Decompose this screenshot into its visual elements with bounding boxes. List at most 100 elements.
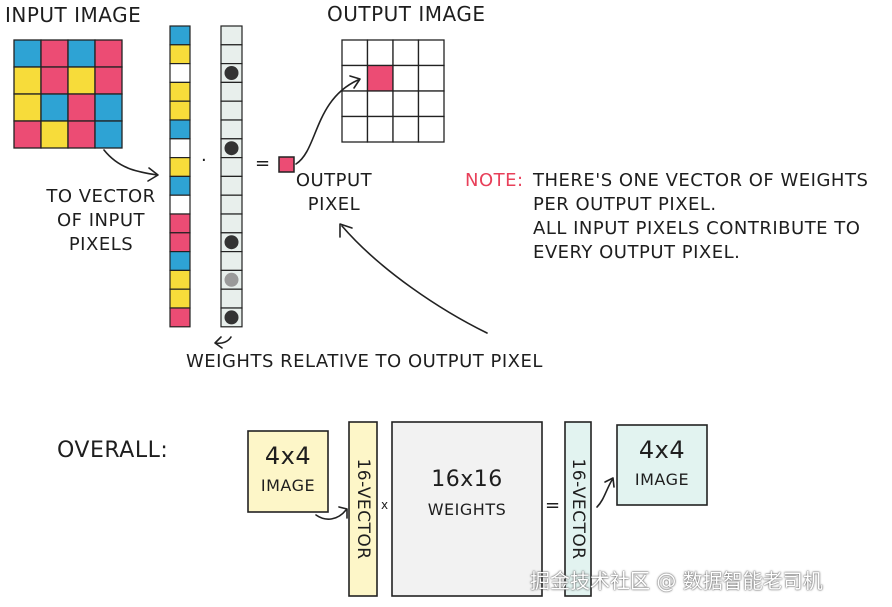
output-pixel [417,39,445,67]
input-vector-cell [169,288,191,309]
to-vector-line-1: TO VECTOR [46,186,156,207]
output-pixel [417,115,445,143]
arrow-weights-label-head [214,336,223,349]
weight-cell [220,81,243,102]
input-image-grid [13,39,123,149]
weight-cell [220,288,243,309]
arrow-pixel-to-output-head [349,75,361,89]
input-vector-cell [169,269,191,290]
input-vector-cell [169,138,191,159]
input-vector-cell [169,119,191,140]
output-pixel-line-2: PIXEL [307,194,361,215]
weight-cell [220,119,243,140]
to-vector-line-2: OF INPUT [56,210,146,231]
weight-cell [220,175,243,196]
overall-input-word: IMAGE [260,476,316,495]
times-operator: x [381,498,389,512]
input-pixel [13,66,42,95]
output-pixel [366,90,394,118]
input-pixel [13,39,42,68]
input-pixel [40,39,69,68]
weight-cell [220,213,243,234]
note-line-4: EVERY OUTPUT PIXEL. [533,242,741,263]
input-pixel [40,93,69,122]
arrow-overall-input [315,509,347,520]
input-pixel [40,120,69,149]
weight-dot [224,272,239,287]
watermark: 掘金技术社区 @ 数据智能老司机 [530,569,823,593]
weight-cell [220,44,243,65]
input-vector-cell [169,232,191,253]
weight-cell [220,251,243,272]
overall-label: OVERALL: [57,438,169,463]
result-pixel [278,156,295,173]
output-pixel [392,90,420,118]
input-vector-column [169,25,191,328]
weight-cell [220,25,243,46]
output-pixel-highlighted [366,64,394,92]
weight-dot [224,235,239,250]
input-vector-cell [169,44,191,65]
input-pixel [40,66,69,95]
arrow-grid-to-vector-head [147,167,159,182]
dot-operator: · [201,150,208,171]
output-pixel [341,39,369,67]
input-vector-cell [169,25,191,46]
output-pixel [417,64,445,92]
arrow-overall-output [596,479,613,508]
input-vector-cell [169,157,191,178]
input-vector-cell [169,194,191,215]
weight-cell [220,100,243,121]
output-pixel [366,39,394,67]
input-vector-cell [169,307,191,328]
arrow-to-output-pixel-label [341,225,488,334]
input-pixel [13,93,42,122]
weights-relative-label: WEIGHTS RELATIVE TO OUTPUT PIXEL [186,351,543,372]
overall-weights-word: WEIGHTS [427,500,507,519]
output-pixel [392,64,420,92]
input-vector-cell [169,213,191,234]
input-pixel [67,66,96,95]
arrow-grid-to-vector [103,149,158,176]
note-line-3: ALL INPUT PIXELS CONTRIBUTE TO [533,218,861,239]
input-pixel [67,39,96,68]
input-pixel [67,120,96,149]
input-vector-cell [169,62,191,83]
overall-vector-left-label: 16-VECTOR [353,458,373,560]
weights-vector-column [220,25,243,328]
output-image-grid [341,39,445,143]
arrow-overall-output-head [604,477,615,488]
overall-weights-box [391,421,543,597]
weight-cell [220,157,243,178]
input-vector-cell [169,251,191,272]
input-pixel [94,120,123,149]
overall-vector-left-box [348,421,378,597]
note-line-2: PER OUTPUT PIXEL. [533,194,717,215]
overall-output-dims: 4x4 [638,436,686,464]
arrow-weights-label [215,336,232,345]
to-vector-line-3: PIXELS [68,234,134,255]
output-pixel-line-1: OUTPUT [295,170,373,191]
output-pixel [392,39,420,67]
weight-dot [224,66,239,80]
weight-dot [224,310,239,325]
arrow-overall-input-head [338,506,348,519]
overall-output-box [616,424,708,506]
equals-operator: = [255,153,271,174]
output-pixel [392,115,420,143]
note-key: NOTE: [465,170,524,191]
note-line-1: THERE'S ONE VECTOR OF WEIGHTS [533,170,869,191]
input-pixel [67,93,96,122]
input-vector-cell [169,175,191,196]
output-pixel [341,90,369,118]
input-image-title: INPUT IMAGE [5,3,142,27]
output-pixel [366,115,394,143]
output-pixel [417,90,445,118]
overall-output-word: IMAGE [634,470,690,489]
arrow-to-output-pixel-label-head [339,223,353,238]
overall-input-box [247,430,329,513]
overall-vector-right-box [564,421,592,597]
weight-cell [220,194,243,215]
